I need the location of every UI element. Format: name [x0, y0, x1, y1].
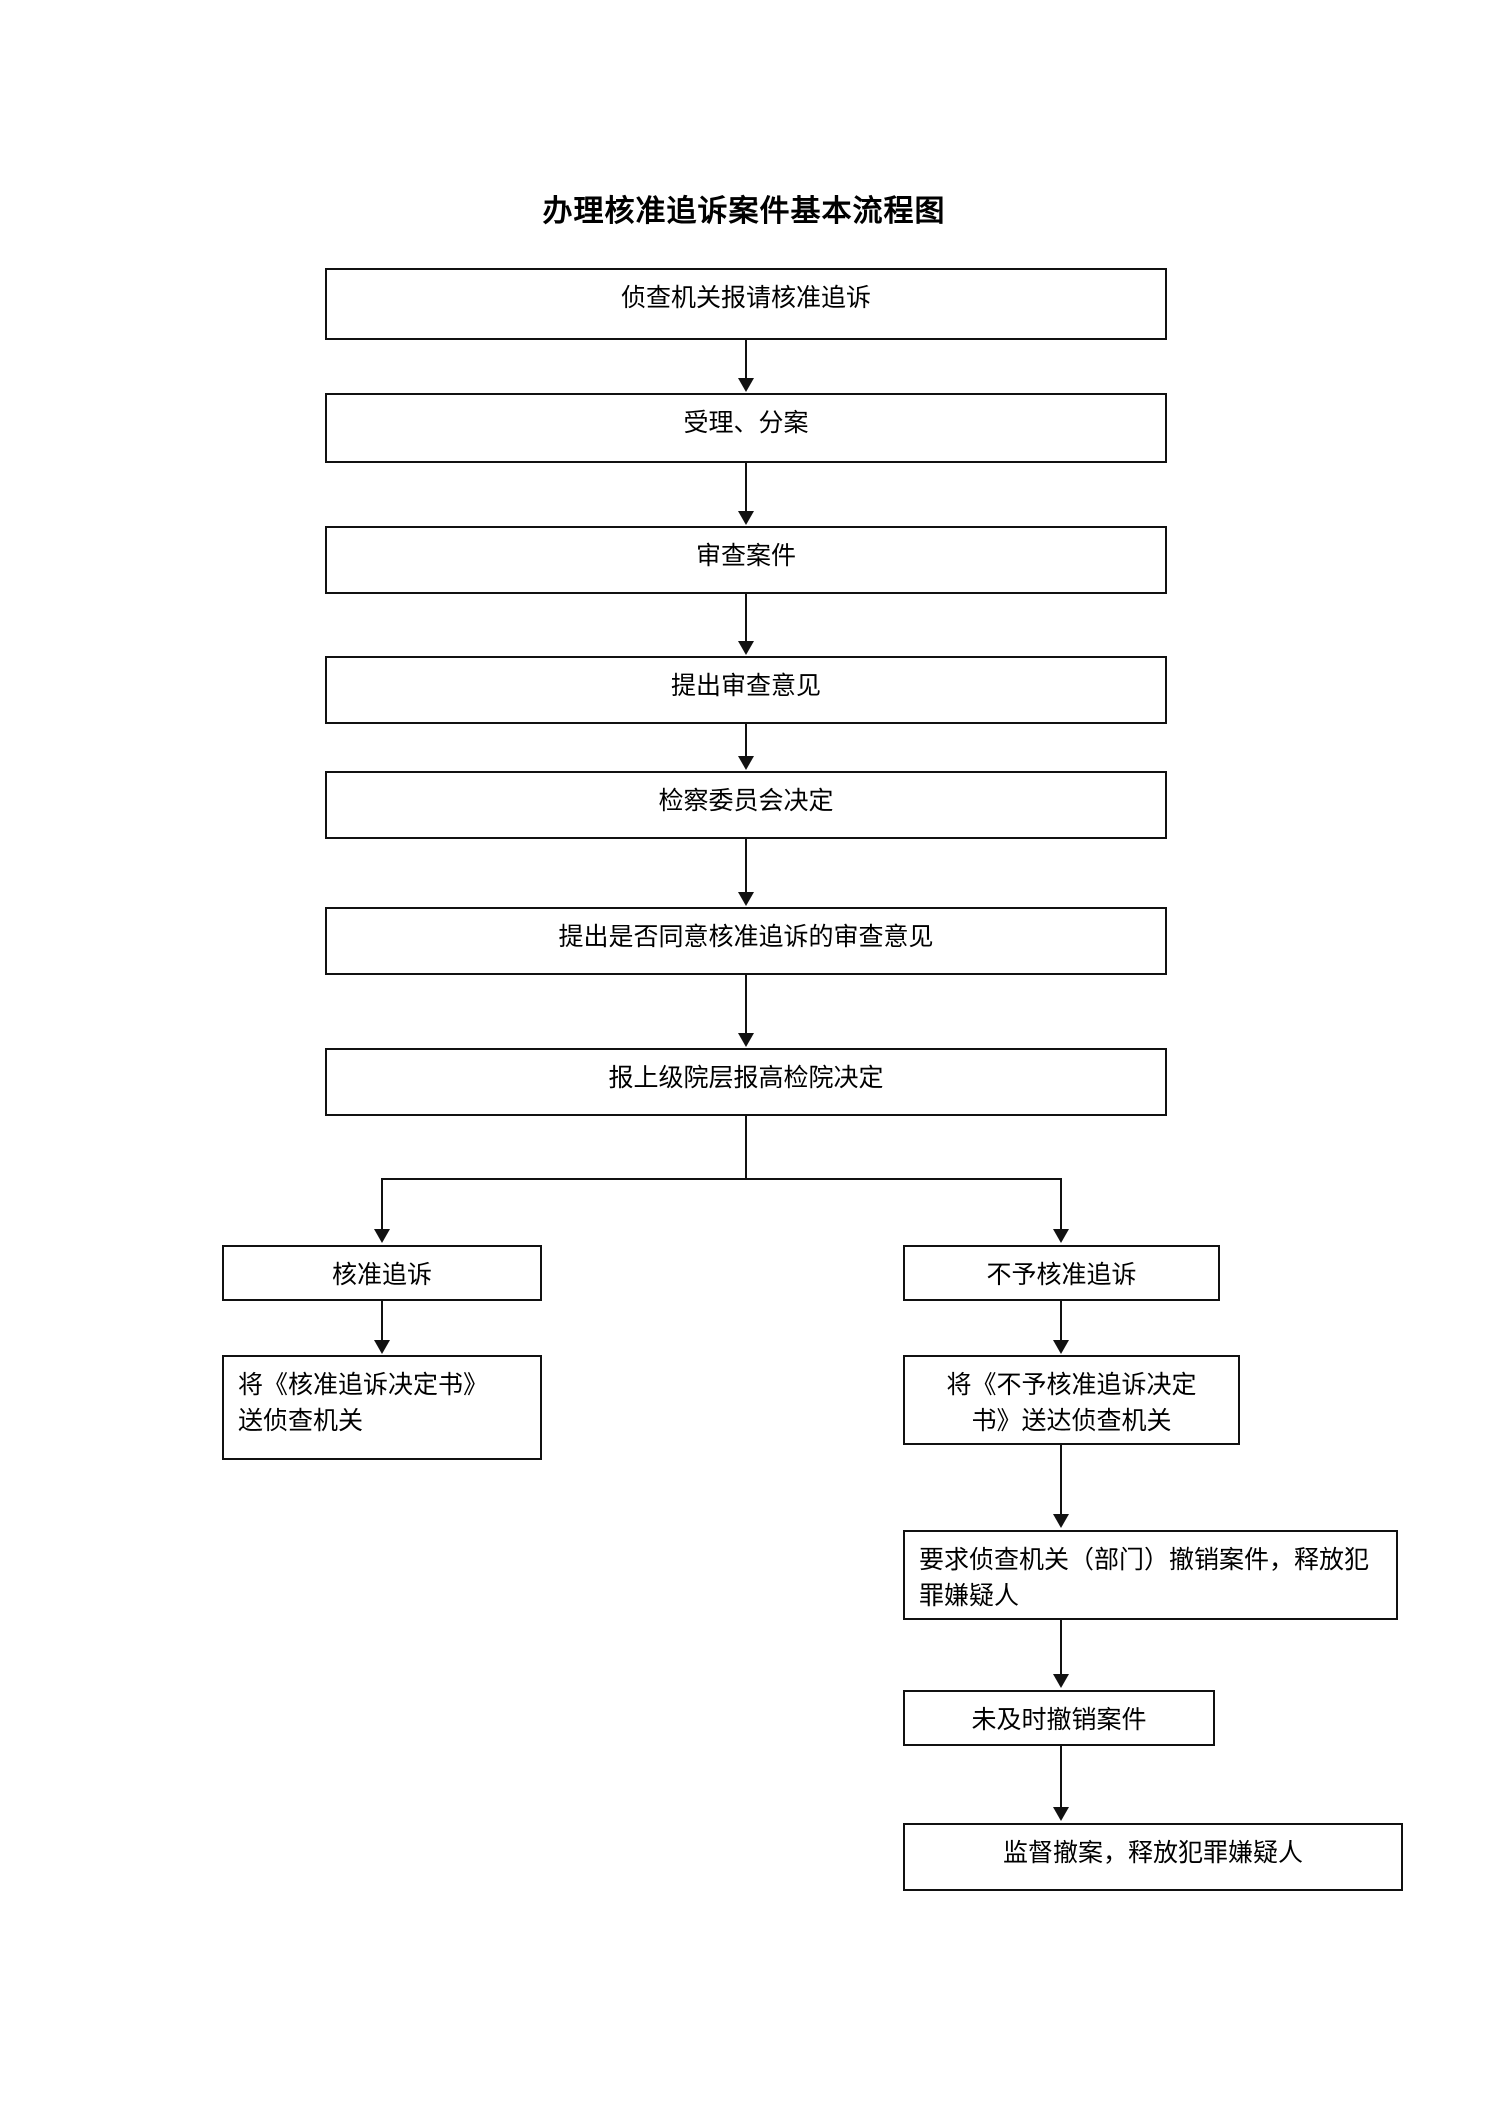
- flow-node-label: 侦查机关报请核准追诉: [620, 283, 871, 312]
- edge-n2-n3-arrow: [738, 511, 754, 525]
- flow-node-label: 将《核准追诉决定书》 送侦查机关: [238, 1370, 489, 1435]
- flow-node-label: 报上级院层报高检院决定: [608, 1063, 884, 1092]
- flow-node-label: 未及时撤销案件: [971, 1705, 1147, 1734]
- edge-n3-n4-arrow: [738, 641, 754, 655]
- flow-node-report-upper-level[interactable]: 报上级院层报高检院决定: [325, 1048, 1167, 1116]
- flow-node-label: 不予核准追诉: [986, 1260, 1137, 1289]
- flow-node-require-withdraw-release[interactable]: 要求侦查机关（部门）撤销案件，释放犯 罪嫌疑人: [903, 1530, 1398, 1620]
- edge-split-left-arrow: [374, 1229, 390, 1243]
- edge-split-bar: [381, 1178, 1062, 1180]
- edge-n11-n12-arrow: [1053, 1514, 1069, 1528]
- edge-n5-n6-arrow: [738, 892, 754, 906]
- edge-n8-n10-arrow: [374, 1340, 390, 1354]
- flow-node-deliver-denial-document[interactable]: 将《不予核准追诉决定 书》送达侦查机关: [903, 1355, 1240, 1445]
- edge-n9-n11-line: [1060, 1301, 1062, 1341]
- edge-n11-n12-line: [1060, 1445, 1062, 1515]
- flow-node-label: 核准追诉: [331, 1260, 432, 1289]
- flow-node-label: 提出是否同意核准追诉的审查意见: [558, 922, 934, 951]
- edge-n6-n7-arrow: [738, 1033, 754, 1047]
- edge-n5-n6-line: [745, 839, 747, 893]
- flow-node-accept-assign[interactable]: 受理、分案: [325, 393, 1167, 463]
- flow-node-not-withdrawn-in-time[interactable]: 未及时撤销案件: [903, 1690, 1215, 1746]
- edge-n1-n2-line: [745, 340, 747, 380]
- flow-node-label: 受理、分案: [683, 408, 809, 437]
- flow-node-review-case[interactable]: 审查案件: [325, 526, 1167, 594]
- edge-n2-n3-line: [745, 463, 747, 513]
- edge-n6-n7-line: [745, 975, 747, 1034]
- flow-node-label: 提出审查意见: [670, 671, 821, 700]
- edge-n1-n2-arrow: [738, 378, 754, 392]
- flow-node-supervise-withdraw-release[interactable]: 监督撤案，释放犯罪嫌疑人: [903, 1823, 1403, 1891]
- flow-node-label: 要求侦查机关（部门）撤销案件，释放犯 罪嫌疑人: [919, 1545, 1370, 1610]
- edge-n13-n14-line: [1060, 1746, 1062, 1808]
- edge-n13-n14-arrow: [1053, 1807, 1069, 1821]
- edge-n3-n4-line: [745, 594, 747, 642]
- edge-split-right-arrow: [1053, 1229, 1069, 1243]
- flow-node-deny-prosecution[interactable]: 不予核准追诉: [903, 1245, 1220, 1301]
- flow-node-label: 监督撤案，释放犯罪嫌疑人: [1002, 1838, 1303, 1867]
- edge-split-stem: [745, 1116, 747, 1179]
- edge-n8-n10-line: [381, 1301, 383, 1341]
- edge-split-left-line: [381, 1178, 383, 1230]
- flow-node-label: 检察委员会决定: [658, 786, 834, 815]
- edge-n12-n13-arrow: [1053, 1674, 1069, 1688]
- page-title: 办理核准追诉案件基本流程图: [542, 194, 946, 229]
- edge-n4-n5-line: [745, 724, 747, 757]
- edge-n12-n13-line: [1060, 1620, 1062, 1675]
- flow-node-submit-opinion[interactable]: 提出审查意见: [325, 656, 1167, 724]
- flow-node-deliver-approval-document[interactable]: 将《核准追诉决定书》 送侦查机关: [222, 1355, 542, 1460]
- flow-node-approve-prosecution[interactable]: 核准追诉: [222, 1245, 542, 1301]
- flow-node-label: 审查案件: [695, 541, 796, 570]
- edge-n4-n5-arrow: [738, 756, 754, 770]
- flow-node-label: 将《不予核准追诉决定 书》送达侦查机关: [946, 1370, 1197, 1435]
- edge-split-right-line: [1060, 1178, 1062, 1230]
- flow-node-committee-decision[interactable]: 检察委员会决定: [325, 771, 1167, 839]
- flow-node-report-request[interactable]: 侦查机关报请核准追诉: [325, 268, 1167, 340]
- edge-n9-n11-arrow: [1053, 1340, 1069, 1354]
- flow-node-agree-opinion[interactable]: 提出是否同意核准追诉的审查意见: [325, 907, 1167, 975]
